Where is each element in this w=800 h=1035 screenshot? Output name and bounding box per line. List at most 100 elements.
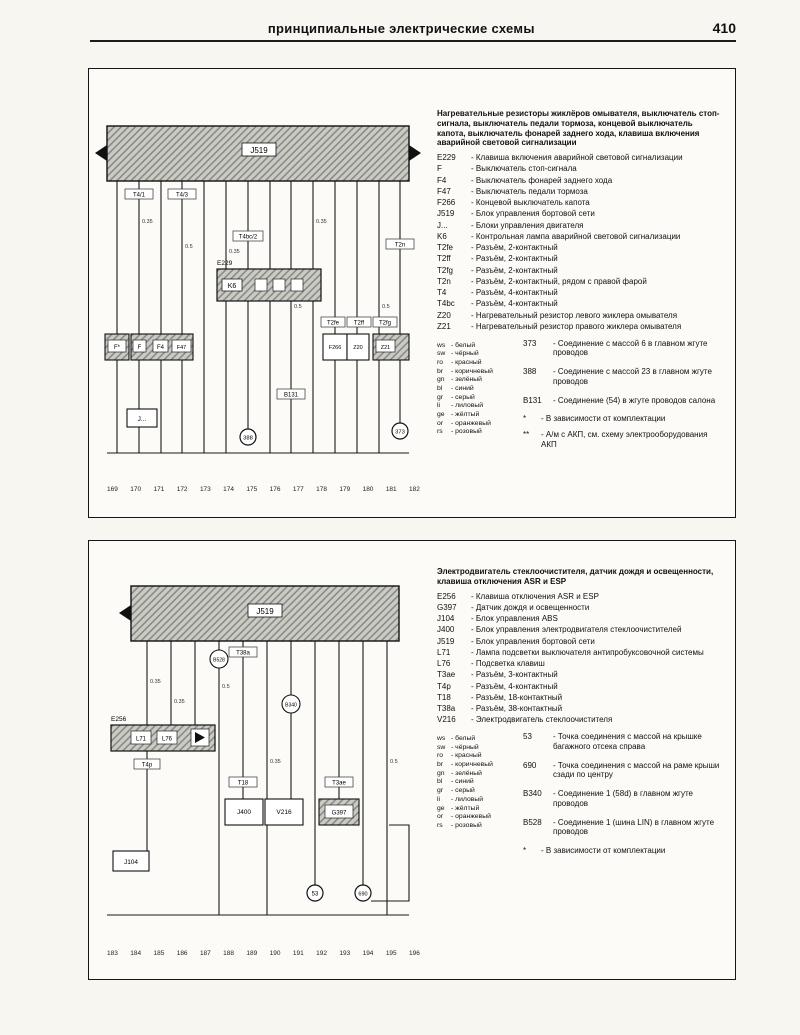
label-v216: V216 (276, 809, 292, 816)
legend-entry: F47 Выключатель педали тормоза (437, 187, 721, 197)
wire-color-row: li лиловый (437, 402, 523, 411)
note-desc: В зависимости от комплектации (541, 846, 721, 856)
track-number: 195 (385, 950, 397, 957)
legend-bottom-top: ws белый sw чёрный ro красный (437, 339, 721, 456)
ground-nodes-top: 388 373 (239, 422, 409, 446)
label-l71: L71 (136, 737, 147, 743)
wire-color-name: синий (451, 385, 474, 394)
left-arrow-icon (119, 605, 131, 621)
track-number: 192 (316, 950, 327, 957)
track-number: 177 (292, 486, 304, 493)
connection-code: 373 (523, 338, 537, 348)
wire-color-row: gr серый (437, 394, 523, 403)
legend-bottom: Электродвигатель стеклоочистителя, датчи… (437, 567, 721, 862)
legend-desc: Разъём, 4-контактный (471, 299, 721, 309)
track-number: 187 (199, 950, 211, 957)
connection-entry: 373 Соединение с массой 6 в главном жгут… (523, 339, 721, 359)
right-arrow-icon (409, 145, 421, 161)
wire-color-row: ws белый (437, 735, 523, 744)
page-header-title: принципиальные электрические схемы (267, 21, 535, 36)
wire-color-row: li лиловый (437, 796, 523, 805)
wire-color-row: or оранжевый (437, 420, 523, 429)
note-entry: * В зависимости от комплектации (523, 846, 721, 856)
bus-j519-bottom: J519 (119, 585, 400, 642)
wire-color-row: br коричневый (437, 368, 523, 377)
legend-code: F266 (437, 198, 456, 207)
note-code: * (523, 414, 527, 424)
label-g397: G397 (332, 811, 347, 817)
legend-desc: Подсветка клавиш (471, 659, 721, 669)
wire-label: 0.5 (390, 759, 398, 765)
legend-desc: Электродвигатель стеклоочистителя (471, 715, 721, 725)
wire-color-row: gn зелёный (437, 770, 523, 779)
connection-entry: B528 Соединение 1 (шина LIN) в главном ж… (523, 818, 721, 838)
label-f47: F47 (177, 345, 186, 351)
ground-bracket (371, 824, 410, 902)
legend-desc: Выключатель педали тормоза (471, 187, 721, 197)
wire-gauge-labels-top: 0.35 0.5 0.35 0.5 0.35 0.5 (142, 219, 390, 310)
wire-color-row: ws белый (437, 342, 523, 351)
legend-code: V216 (437, 715, 456, 725)
wire-color-name: коричневый (451, 368, 493, 377)
track-number: 180 (362, 486, 374, 493)
legend-entry: L76 Подсветка клавиш (437, 659, 721, 669)
connection-desc: Соединение с массой 6 в главном жгуте пр… (553, 339, 721, 359)
legend-code: E256 (437, 591, 456, 601)
legend-desc: Клавиша отключения ASR и ESP (471, 592, 721, 602)
connection-entry: B340 Соединение 1 (58d) в главном жгуте … (523, 789, 721, 809)
legend-code: T4 (437, 288, 447, 297)
wiring-diagram-top-container: J519 T4/1 T4/3 T4bc/2 T2n T2fe T2ff (95, 93, 430, 495)
connection-desc: Соединение 1 (58d) в главном жгуте прово… (553, 789, 721, 809)
label-z21: Z21 (381, 345, 390, 351)
legend-code: J104 (437, 614, 455, 623)
connector-tags-top: T4/1 T4/3 T4bc/2 T2n T2fe T2ff T2fg B131 (124, 188, 415, 400)
ground-53: 53 (312, 892, 319, 898)
wire-color-code: or (437, 419, 444, 427)
legend-code: J400 (437, 625, 455, 635)
legend-entry: F Выключатель стоп-сигнала (437, 164, 721, 174)
legend-desc: Блок управления ABS (471, 614, 721, 624)
left-arrow-icon (95, 145, 107, 161)
track-number: 171 (153, 486, 165, 493)
schematic-panel-top: J519 T4/1 T4/3 T4bc/2 T2n T2fe T2ff (88, 68, 736, 518)
wire-color-code: sw (437, 743, 446, 751)
wire-color-code: br (437, 367, 444, 375)
wire-color-name: коричневый (451, 761, 493, 770)
tag-b131: B131 (284, 393, 299, 399)
legend-entry: T4bc Разъём, 4-контактный (437, 299, 721, 309)
legend-desc: Лампа подсветки выключателя антипробуксо… (471, 648, 721, 658)
legend-code: T38a (437, 704, 456, 713)
legend-entry: V216 Электродвигатель стеклоочистителя (437, 715, 721, 725)
legend-code: T2fg (437, 265, 454, 275)
legend-entry: J519 Блок управления бортовой сети (437, 637, 721, 647)
wire-color-name: серый (451, 394, 475, 403)
wire-color-code: ws (437, 735, 446, 742)
tag-t2ff: T2ff (354, 321, 365, 327)
legend-entry: T2fe Разъём, 2-контактный (437, 243, 721, 253)
wire-color-name: жёлтый (451, 805, 479, 814)
legend-code: J... (437, 220, 448, 230)
legend-entry: T2n Разъём, 2-контактный, рядом с правой… (437, 277, 721, 287)
wire-color-row: or оранжевый (437, 813, 523, 822)
wire-color-name: серый (451, 787, 475, 796)
wire-label: 0.5 (222, 684, 230, 690)
legend-code: Z21 (437, 321, 451, 331)
legend-code: F (437, 164, 442, 174)
connection-code: 388 (523, 367, 537, 376)
legend-desc: Блок управления электродвигателя стеклоо… (471, 625, 721, 635)
legend-entry: J104 Блок управления ABS (437, 614, 721, 624)
legend-entry: J400 Блок управления электродвигателя ст… (437, 625, 721, 635)
wire-label: 0.35 (229, 249, 240, 255)
legend-desc: Блок управления бортовой сети (471, 209, 721, 219)
track-number: 172 (176, 486, 188, 493)
wire-color-code: ws (437, 341, 446, 349)
track-number: 175 (246, 486, 258, 493)
wire-color-list-bottom: ws белый sw чёрный ro красный (437, 735, 523, 862)
legend-desc: Разъём, 2-контактный (471, 254, 721, 264)
label-f4: F4 (157, 345, 165, 351)
wire-color-row: rs розовый (437, 822, 523, 831)
wire-color-code: ge (437, 804, 445, 812)
wire-color-code: gr (437, 787, 444, 795)
wire-color-code: gn (437, 769, 445, 777)
legend-code: F4 (437, 175, 447, 185)
